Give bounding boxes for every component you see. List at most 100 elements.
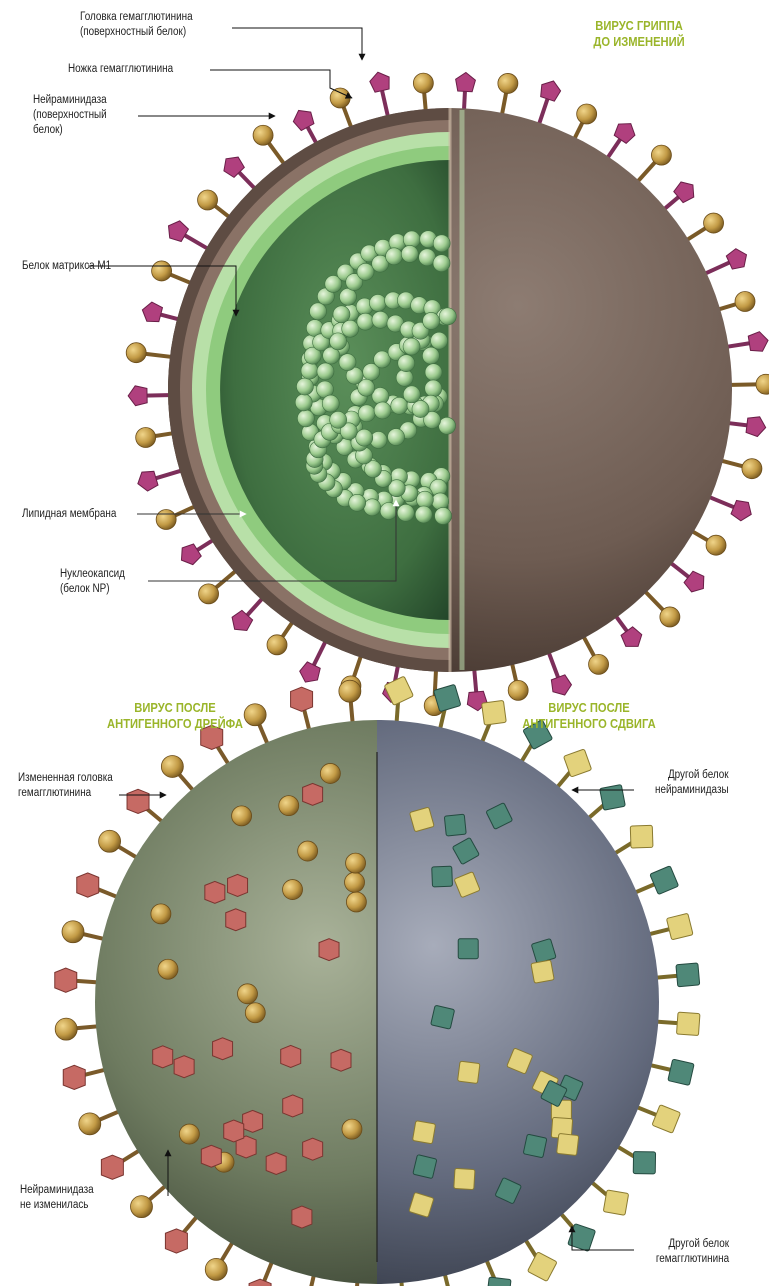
neuraminidase-spike [581,633,608,675]
drift-neuraminidase-spike [99,830,139,859]
label-other-na: Другой белок нейраминидазы [655,768,729,798]
drift-surface-spike [346,853,366,873]
drift-surface-spike [342,1119,362,1139]
drift-surface-spike [320,763,340,783]
shift-hemagglutinin-spike [524,1238,557,1282]
hemagglutinin-spike [128,386,174,406]
neuraminidase-spike [156,505,199,530]
drift-hemagglutinin-spike [77,873,120,898]
shift-hemagglutinin-spike [590,1181,629,1216]
drift-hemagglutinin-spike [249,1260,273,1286]
hemagglutinin-spike [705,495,755,523]
label-matrix-m1: Белок матрикса М1 [22,259,111,274]
shift-hemagglutinin-spike [481,700,506,744]
label-other-ha: Другой белок гемагглютинина [656,1237,729,1267]
drift-surface-spike [226,909,246,931]
shift-surface-spike [454,1168,475,1189]
drift-surface-spike [151,904,171,924]
drift-hemagglutinin-spike [55,968,100,992]
shift-surface-spike [458,1061,480,1083]
shift-surface-spike [412,1121,435,1144]
drift-hemagglutinin-spike [101,1149,141,1179]
neuraminidase-spike [198,190,233,220]
drift-surface-spike [213,1038,233,1060]
shift-surface-spike [523,1134,547,1158]
drift-neuraminidase-spike [130,1184,167,1217]
drift-surface-spike [179,1124,199,1144]
drift-surface-spike [201,1145,221,1167]
drift-surface-spike [224,1120,244,1142]
drift-surface-spike [245,1003,265,1023]
neuraminidase-spike [330,88,353,132]
neuraminidase-spike [508,659,528,700]
hemagglutinin-spike [605,118,639,162]
shift-neuraminidase-spike [648,1059,694,1085]
neuraminidase-spike [126,343,176,363]
hemagglutinin-spike [140,300,183,324]
neuraminidase-spike [152,261,195,285]
drift-surface-spike [158,959,178,979]
drift-surface-spike [346,892,366,912]
hemagglutinin-spike [290,106,319,148]
drift-surface-spike [266,1152,286,1174]
hemagglutinin-spike [368,70,391,121]
label-ha-head: Головка гемагглютинина (поверхностный бе… [80,10,193,40]
drift-neuraminidase-spike [79,1111,121,1135]
shift-neuraminidase-spike [654,963,700,987]
hemagglutinin-spike [723,331,769,353]
hemagglutinin-spike [164,217,212,251]
drift-surface-spike [345,872,365,892]
hemagglutinin-spike [613,613,646,653]
hemagglutinin-spike [701,246,751,276]
drift-surface-spike [303,783,323,805]
hemagglutinin-spike [297,637,328,686]
neuraminidase-spike [642,588,680,627]
hemagglutinin-spike [455,72,476,114]
hemagglutinin-spike [135,469,186,493]
shift-surface-spike [432,866,453,887]
shift-neuraminidase-spike [615,1145,655,1174]
shift-surface-spike [531,960,554,983]
drift-hemagglutinin-spike [165,1215,198,1253]
label-lipid-membrane: Липидная мембрана [22,507,116,522]
hemagglutinin-spike [219,152,258,192]
drift-surface-spike [238,984,258,1004]
shift-surface-spike [458,939,478,959]
neuraminidase-spike [199,568,240,604]
hemagglutinin-spike [227,595,265,636]
drift-neuraminidase-spike [205,1240,234,1280]
label-neuraminidase: Нейраминидаза (поверхностный белок) [33,93,107,138]
shift-hemagglutinin-spike [647,913,693,940]
drift-surface-spike [232,806,252,826]
drift-surface-spike [292,1206,312,1228]
drift-neuraminidase-spike [161,755,194,792]
drift-neuraminidase-spike [339,680,361,725]
neuraminidase-spike [498,73,518,118]
shift-surface-spike [431,1005,455,1029]
hemagglutinin-spike [176,538,217,569]
shift-hemagglutinin-spike [613,825,653,854]
neuraminidase-spike [572,104,596,143]
label-nucleocapsid: Нуклеокапсид (белок NP) [60,567,125,597]
shift-surface-spike [444,814,466,836]
hemagglutinin-spike [547,648,574,698]
neuraminidase-spike [683,213,723,242]
drift-hemagglutinin-spike [63,1065,107,1089]
drift-surface-spike [298,841,318,861]
drift-surface-spike [243,1110,263,1132]
drift-surface-spike [319,939,339,961]
drift-virus-header: ВИРУС ПОСЛЕ АНТИГЕННОГО ДРЕЙФА [93,700,256,732]
neuraminidase-spike [714,291,755,311]
label-changed-ha-head: Измененная головка гемагглютинина [18,771,113,801]
drift-hemagglutinin-spike [291,687,313,732]
drift-surface-spike [281,1045,301,1067]
neuraminidase-spike [253,125,287,167]
shift-hemagglutinin-spike [635,1105,681,1134]
shift-virus-header: ВИРУС ПОСЛЕ АНТИГЕННОГО СДВИГА [507,700,670,732]
shift-neuraminidase-spike [559,1212,595,1252]
top-virus-header: ВИРУС ГРИППА ДО ИЗМЕНЕНИЙ [593,18,684,50]
drift-surface-spike [279,796,299,816]
hemagglutinin-spike [667,560,709,596]
neuraminidase-spike [726,374,769,394]
